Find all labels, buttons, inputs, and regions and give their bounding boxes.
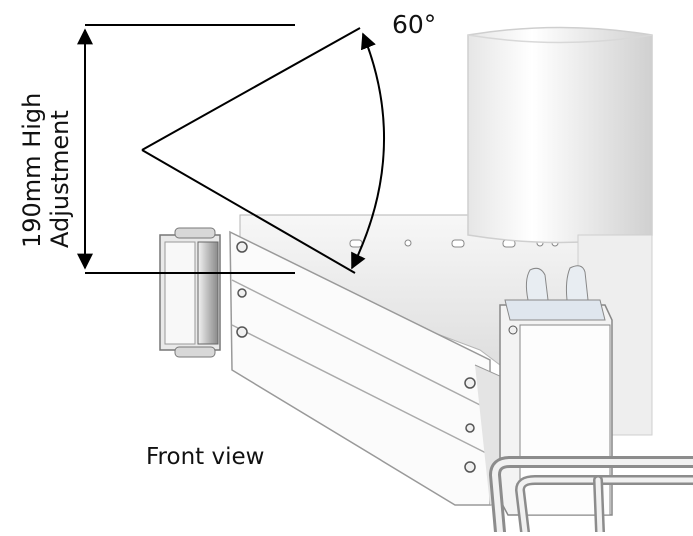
- height-dimension: [77, 24, 295, 274]
- height-label-line1: 190mm High: [18, 92, 46, 248]
- view-caption: Front view: [146, 444, 265, 470]
- height-adjustment-label: 190mm High Adjustment: [18, 8, 74, 248]
- angle-indicator: [141, 27, 386, 274]
- left-roller: [159, 227, 221, 358]
- height-label-line2: Adjustment: [46, 110, 74, 248]
- tube-handle: [488, 456, 693, 536]
- angle-label: 60°: [392, 10, 437, 39]
